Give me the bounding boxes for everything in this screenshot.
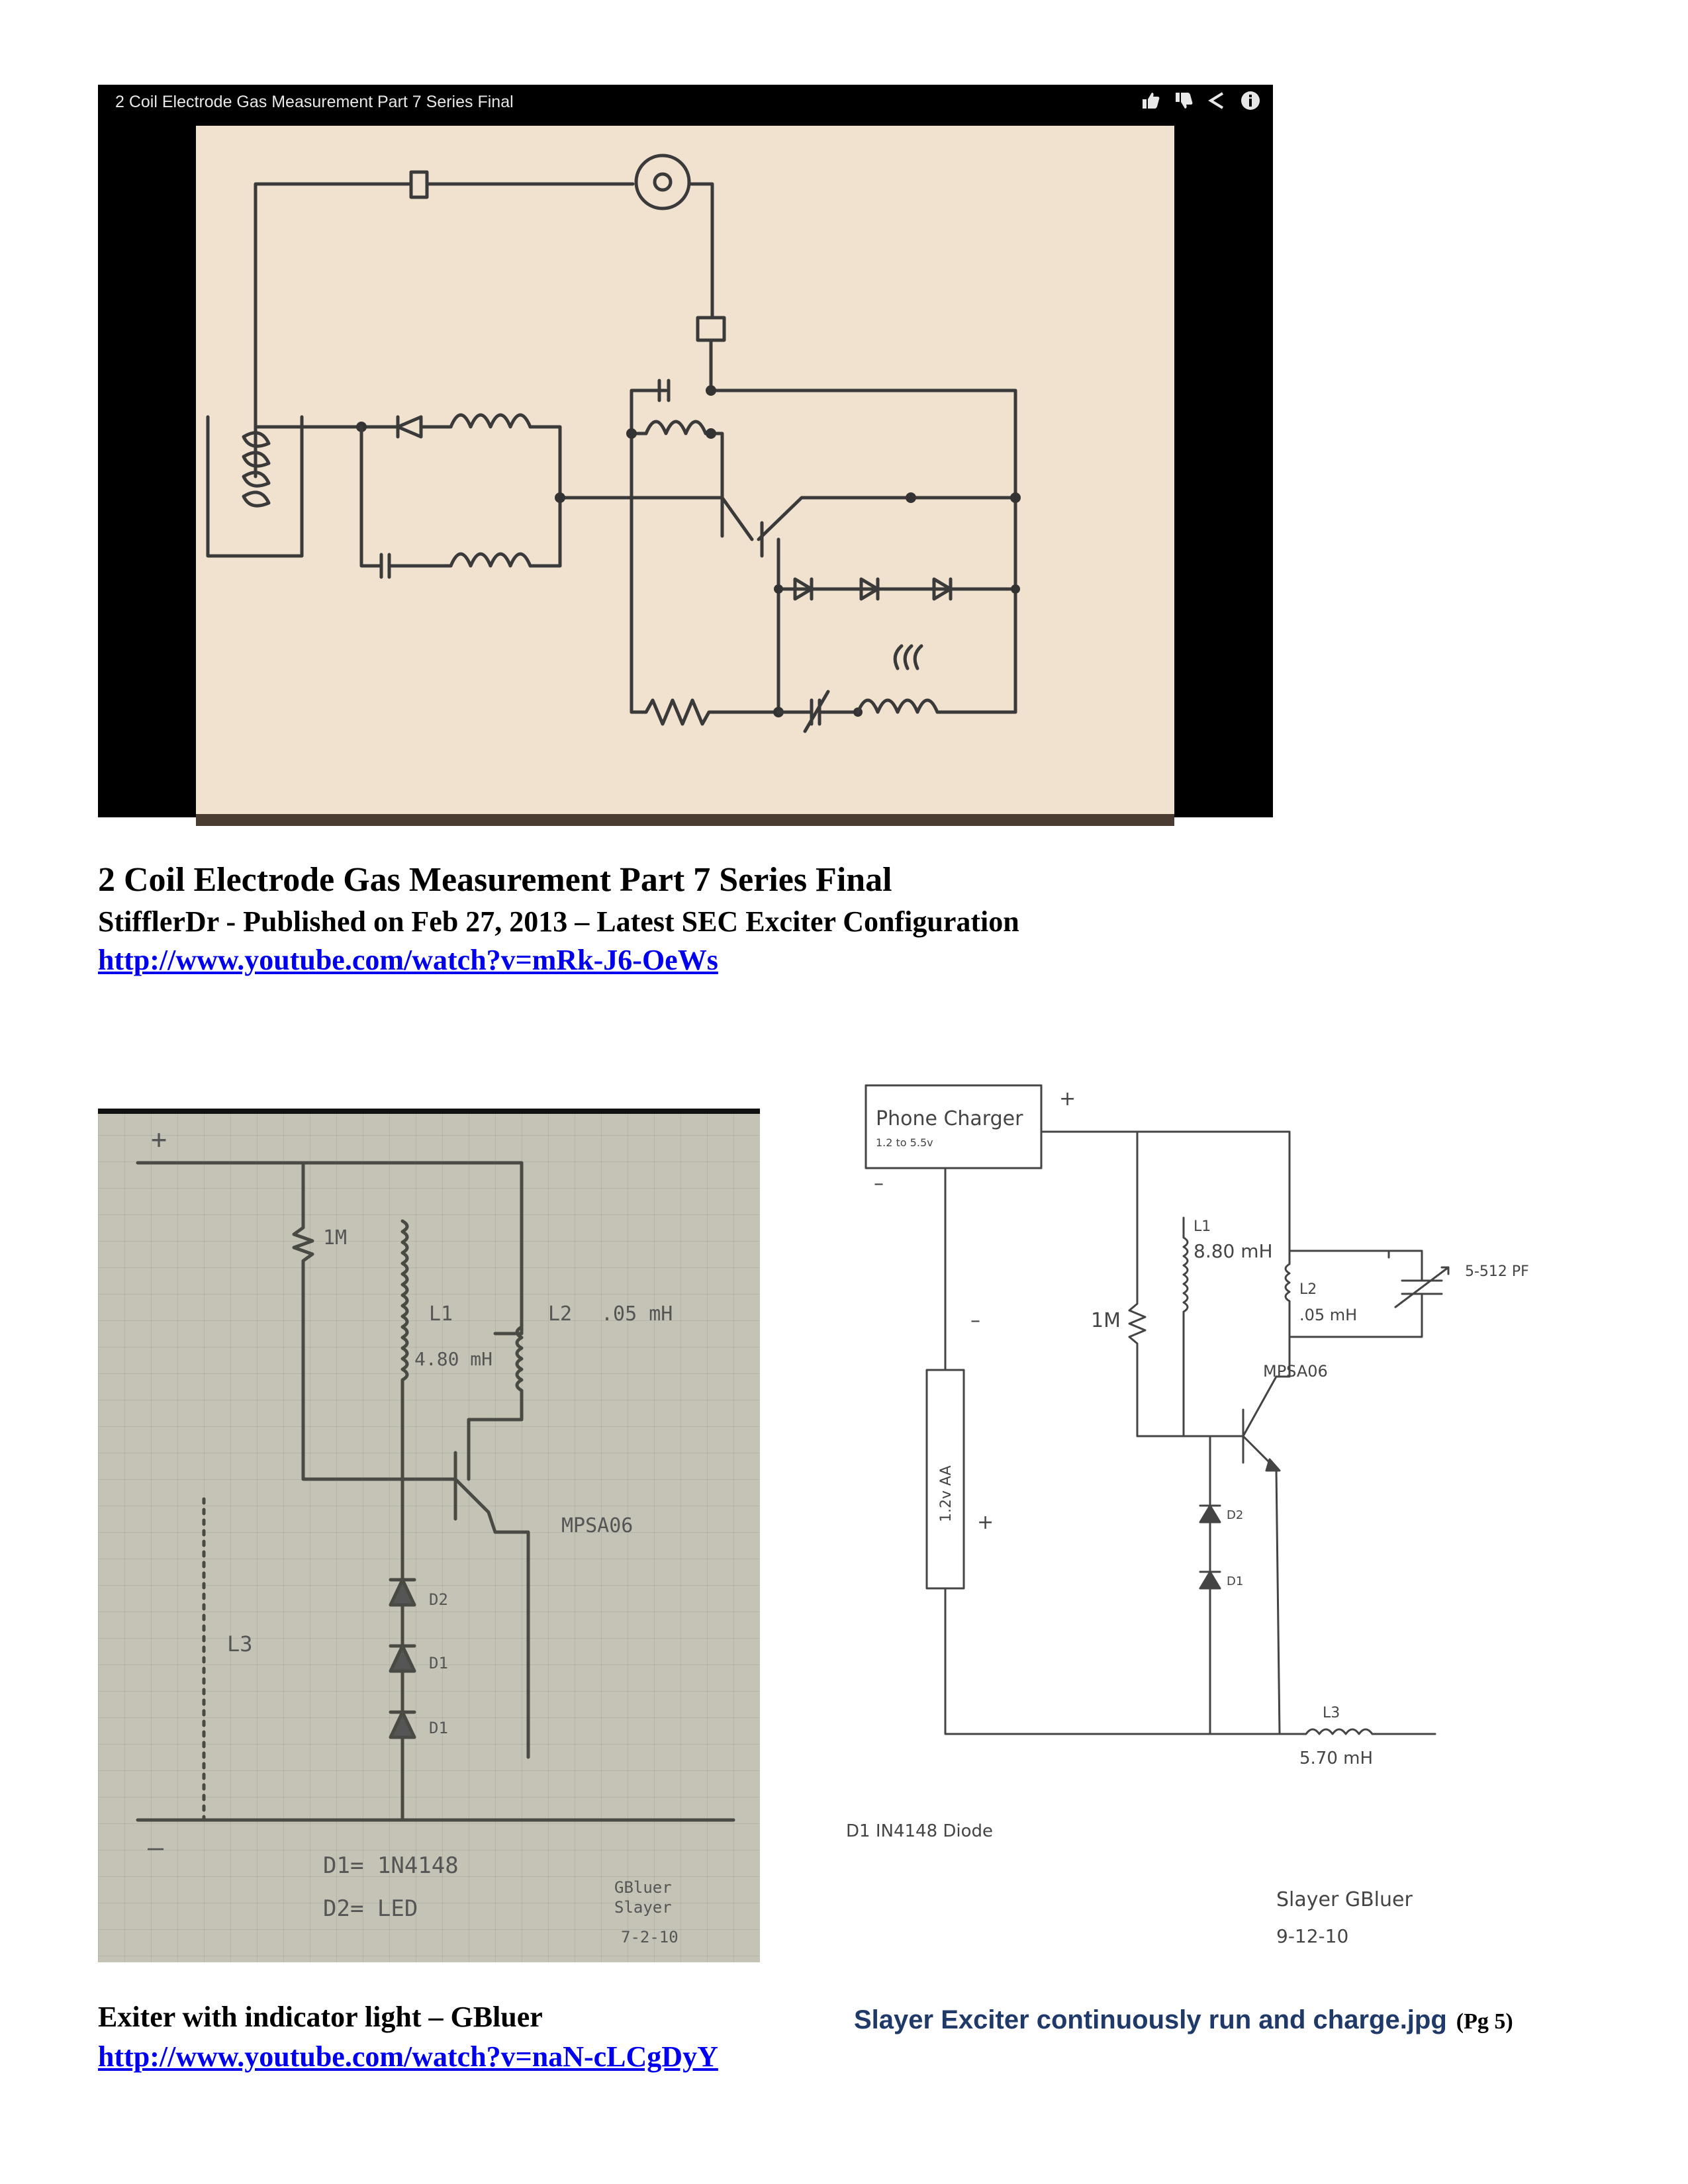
slayer-charge-schematic: Phone Charger 1.2 to 5.5v + – 1.2v AA – … [846,1084,1529,1947]
l3-label: L3 [1323,1705,1340,1721]
l2-label: L2 [1299,1281,1317,1298]
page-number: (Pg 5) [1456,2009,1513,2034]
l1-label: L1 [429,1302,453,1326]
l2-label: L2 [548,1302,572,1326]
note-d2: D2= LED [323,1895,418,1922]
l1-value: 8.80 mH [1194,1240,1273,1262]
video-heading: 2 Coil Electrode Gas Measurement Part 7 … [98,861,892,899]
cap-label: 5-512 PF [1465,1263,1529,1280]
indicator-caption: Exiter with indicator light – GBluer [98,2001,543,2033]
slayer-caption-text: Slayer Exciter continuously run and char… [854,2005,1447,2034]
l3-value: 5.70 mH [1299,1749,1373,1768]
transistor-label: MPSA06 [1263,1362,1328,1381]
signature-title: Slayer [614,1898,672,1917]
d1-label: D1 [1227,1574,1243,1588]
l2-value: .05 mH [1299,1306,1357,1324]
minus-mid: – [970,1309,980,1332]
l2-value: .05 mH [601,1302,673,1326]
dislike-icon[interactable] [1174,91,1194,111]
r-label: 1M [323,1226,347,1250]
charger-label: Phone Charger [876,1107,1023,1130]
video-bottom-strip [196,814,1174,826]
battery-label: 1.2v AA [938,1465,955,1522]
signature-name: GBluer [614,1878,672,1897]
slayer-charge-schematic-drawing: Phone Charger 1.2 to 5.5v + – 1.2v AA – … [813,1066,1561,1966]
transistor-label: MPSA06 [561,1514,633,1537]
d2-label: D2 [1227,1508,1243,1522]
d1b-label: D1 [429,1719,448,1737]
plus-top: + [1059,1087,1076,1111]
note-d1: D1 IN4148 Diode [846,1821,993,1841]
indicator-light-schematic: + 1M L1 4.80 mH L2 .05 mH MPSA06 D2 D1 D… [98,1109,760,1962]
d1a-label: D1 [429,1654,448,1672]
share-icon[interactable] [1207,91,1227,111]
video-controls [1141,90,1261,111]
l1-value: 4.80 mH [414,1348,492,1370]
youtube-link-1[interactable]: http://www.youtube.com/watch?v=mRk-J6-Oe… [98,944,718,976]
d2-label: D2 [429,1590,448,1609]
like-icon[interactable] [1141,91,1160,111]
signature-name: Slayer GBluer [1276,1888,1413,1911]
youtube-link-2[interactable]: http://www.youtube.com/watch?v=naN-cLCgD… [98,2040,718,2073]
sec-exciter-schematic [206,154,1021,733]
indicator-light-schematic-photo: + 1M L1 4.80 mH L2 .05 mH MPSA06 D2 D1 D… [98,1109,760,1962]
slayer-caption: Slayer Exciter continuously run and char… [854,2005,1513,2035]
signature-date: 9-12-10 [1276,1925,1348,1947]
l3-label: L3 [227,1631,253,1657]
note-d1: D1= 1N4148 [323,1852,459,1879]
minus-label: – [148,1833,164,1863]
schematic-paper [196,126,1174,814]
signature-date: 7-2-10 [621,1928,679,1946]
info-icon[interactable] [1240,90,1261,111]
video-player[interactable]: 2 Coil Electrode Gas Measurement Part 7 … [98,85,1273,826]
l1-label: L1 [1194,1218,1211,1235]
r-label: 1M [1091,1309,1121,1332]
video-subheading: StifflerDr - Published on Feb 27, 2013 –… [98,905,1019,938]
plus-label: + [151,1124,167,1155]
minus-top: – [874,1172,884,1195]
video-title: 2 Coil Electrode Gas Measurement Part 7 … [115,93,514,111]
plus-batt: + [977,1511,994,1534]
charger-sub: 1.2 to 5.5v [876,1136,933,1149]
